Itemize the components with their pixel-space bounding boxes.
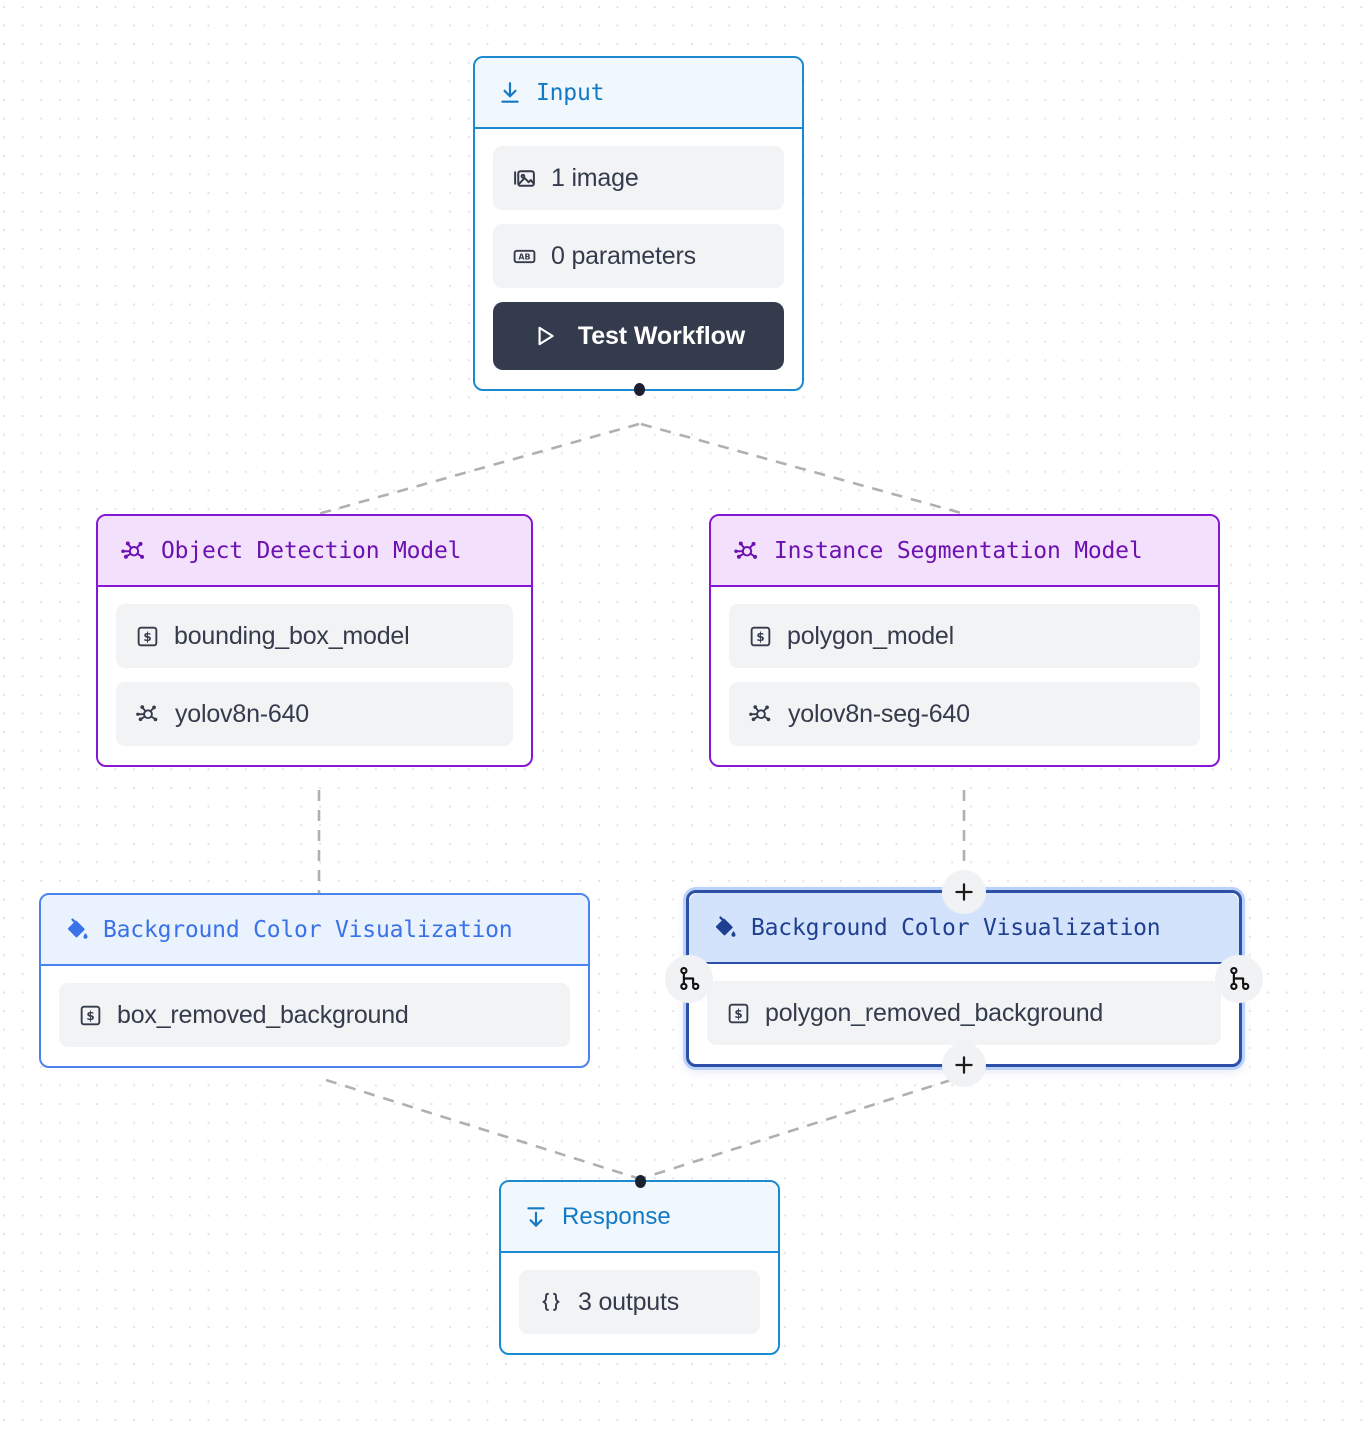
node-response[interactable]: Response 3 outputs	[499, 1175, 780, 1355]
response-row-outputs[interactable]: 3 outputs	[519, 1270, 760, 1334]
node-response-header: Response	[501, 1182, 778, 1253]
node-response-body: 3 outputs	[501, 1253, 778, 1353]
play-icon	[532, 323, 558, 349]
variable-icon: $	[748, 624, 773, 649]
object-detection-row-model-id[interactable]: yolov8n-640	[116, 682, 513, 746]
node-input-body: 1 image AB 0 parameters	[475, 129, 802, 389]
branch-right-handle[interactable]	[1215, 954, 1263, 1003]
paint-bucket-icon	[711, 914, 738, 941]
test-workflow-button[interactable]: Test Workflow	[493, 302, 784, 370]
viz-right-row-output-label: polygon_removed_background	[765, 998, 1104, 1027]
variable-icon: $	[78, 1003, 103, 1028]
svg-text:$: $	[143, 630, 151, 644]
input-output-junction-dot	[633, 383, 645, 396]
svg-text:$: $	[86, 1009, 94, 1023]
viz-left-row-output-label: box_removed_background	[117, 1000, 409, 1029]
add-node-below-button[interactable]	[942, 1043, 986, 1087]
node-input-header: Input	[475, 58, 802, 129]
edge-input-to-object-detection	[317, 422, 640, 516]
arrow-down-from-line-icon	[523, 1204, 549, 1230]
instance-segmentation-row-model-name-label: polygon_model	[787, 621, 954, 650]
response-row-outputs-label: 3 outputs	[578, 1287, 680, 1316]
braces-icon	[538, 1289, 564, 1315]
node-instance-segmentation-title: Instance Segmentation Model	[774, 537, 1143, 564]
model-graph-icon	[733, 537, 761, 565]
branch-left-handle[interactable]	[665, 954, 713, 1003]
viz-left-header: Background Color Visualization	[41, 895, 588, 966]
viz-right-row-output[interactable]: $ polygon_removed_background	[707, 981, 1221, 1045]
object-detection-row-model-name-label: bounding_box_model	[174, 621, 410, 650]
node-background-color-visualization-right[interactable]: Background Color Visualization $ polygon…	[665, 870, 1263, 1087]
node-object-detection-title: Object Detection Model	[161, 537, 462, 564]
node-instance-segmentation-body: $ polygon_model	[711, 587, 1218, 765]
instance-segmentation-row-model-name[interactable]: $ polygon_model	[729, 604, 1200, 668]
node-input[interactable]: Input 1 image	[473, 56, 804, 396]
node-object-detection-model[interactable]: Object Detection Model $ bounding_box_mo…	[96, 514, 533, 767]
edge-input-to-instance-segmentation	[640, 422, 966, 516]
node-response-title: Response	[562, 1202, 671, 1230]
object-detection-row-model-name[interactable]: $ bounding_box_model	[116, 604, 513, 668]
model-graph-icon	[120, 537, 148, 565]
download-icon	[497, 80, 523, 106]
image-icon	[512, 166, 537, 191]
svg-text:$: $	[734, 1007, 742, 1021]
variable-icon: $	[726, 1001, 751, 1026]
node-background-color-visualization-left[interactable]: Background Color Visualization $ box_rem…	[39, 893, 590, 1068]
edge-viz-right-to-response	[642, 1078, 952, 1180]
input-row-images-label: 1 image	[551, 163, 639, 192]
viz-left-row-output[interactable]: $ box_removed_background	[59, 983, 570, 1047]
viz-right-title: Background Color Visualization	[751, 914, 1161, 941]
svg-text:AB: AB	[518, 252, 530, 261]
node-object-detection-body: $ bounding_box_model	[98, 587, 531, 765]
object-detection-row-model-id-label: yolov8n-640	[175, 699, 310, 728]
instance-segmentation-row-model-id[interactable]: yolov8n-seg-640	[729, 682, 1200, 746]
response-input-junction-dot	[634, 1175, 646, 1188]
viz-right-body: $ polygon_removed_background	[689, 964, 1239, 1064]
viz-left-body: $ box_removed_background	[41, 966, 588, 1066]
node-instance-segmentation-model[interactable]: Instance Segmentation Model $ polygon_mo…	[709, 514, 1220, 767]
ab-text-icon: AB	[512, 244, 537, 269]
svg-text:$: $	[756, 630, 764, 644]
test-workflow-label: Test Workflow	[577, 321, 746, 350]
viz-left-title: Background Color Visualization	[103, 916, 513, 943]
input-row-parameters-label: 0 parameters	[551, 241, 696, 270]
edge-viz-left-to-response	[325, 1078, 638, 1180]
node-input-title: Input	[536, 79, 605, 106]
node-instance-segmentation-header: Instance Segmentation Model	[711, 516, 1218, 587]
paint-bucket-icon	[63, 916, 90, 943]
node-object-detection-header: Object Detection Model	[98, 516, 531, 587]
add-node-above-button[interactable]	[942, 870, 986, 914]
instance-segmentation-row-model-id-label: yolov8n-seg-640	[788, 699, 970, 728]
input-row-parameters[interactable]: AB 0 parameters	[493, 224, 784, 288]
input-row-images[interactable]: 1 image	[493, 146, 784, 210]
model-graph-icon	[135, 701, 161, 727]
variable-icon: $	[135, 624, 160, 649]
model-graph-icon	[748, 701, 774, 727]
